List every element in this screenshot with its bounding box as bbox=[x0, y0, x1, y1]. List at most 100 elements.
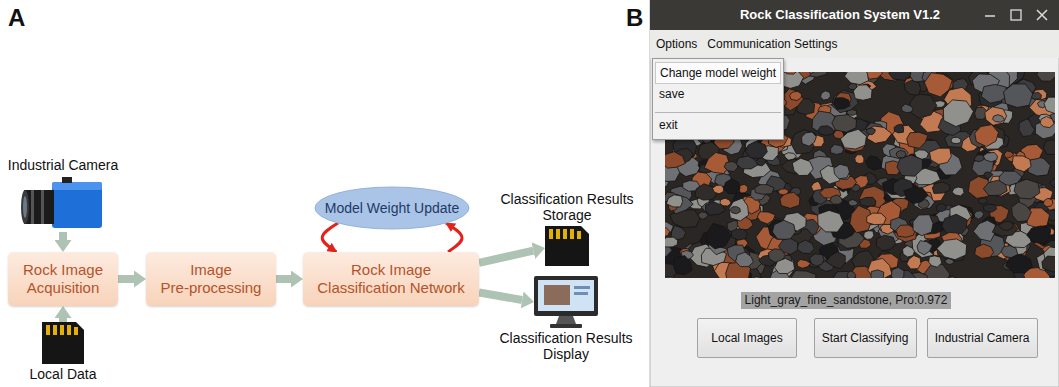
pebble bbox=[705, 202, 725, 215]
camera-connector bbox=[62, 177, 72, 183]
pebble bbox=[1042, 256, 1055, 272]
pebble bbox=[1012, 202, 1032, 222]
rock-photo-pebbles bbox=[665, 72, 1055, 278]
pebble bbox=[791, 271, 816, 278]
pebble bbox=[729, 198, 749, 221]
menu-entry: exit bbox=[655, 112, 781, 135]
pebble bbox=[929, 256, 942, 267]
pebble bbox=[665, 227, 670, 237]
window-ground bbox=[650, 0, 1059, 387]
pebble bbox=[1043, 198, 1052, 206]
push-button: Local Images bbox=[697, 318, 797, 358]
pebble bbox=[674, 256, 693, 275]
sd-contact bbox=[53, 325, 57, 335]
text-word: Acquisition bbox=[27, 279, 100, 296]
sd-card-node: Local Data bbox=[42, 322, 84, 364]
text-word: Image bbox=[190, 261, 232, 278]
pebble bbox=[833, 271, 856, 278]
flow-arrow bbox=[118, 275, 134, 283]
lens-ring bbox=[41, 190, 44, 224]
pebble bbox=[937, 239, 967, 260]
pebble bbox=[945, 276, 957, 278]
pebble bbox=[929, 148, 951, 164]
menu-bar: OptionsCommunication Settings bbox=[650, 30, 1059, 58]
process-box: Rock Image Acquisition bbox=[8, 252, 118, 306]
pebble bbox=[1049, 177, 1055, 188]
sd-card-body bbox=[42, 322, 84, 364]
pebble bbox=[830, 195, 842, 204]
pebble bbox=[845, 72, 869, 85]
pebble bbox=[1003, 84, 1032, 108]
result-text: Light_gray_fine_sandstone, Pro:0.972 bbox=[745, 293, 948, 308]
sd-card-icon bbox=[545, 226, 589, 266]
pebble bbox=[917, 241, 932, 255]
sd-contact bbox=[60, 325, 64, 335]
pebble bbox=[1043, 140, 1055, 155]
pebble bbox=[999, 221, 1014, 231]
pebble bbox=[797, 240, 814, 253]
menu-item: Communication Settings bbox=[707, 37, 837, 51]
text-word: Rock bbox=[351, 261, 385, 278]
pebble bbox=[936, 204, 946, 212]
pebble bbox=[847, 271, 855, 278]
ellipse-shape bbox=[315, 187, 469, 229]
pebble bbox=[932, 182, 949, 193]
icon-label: Local Data bbox=[30, 366, 97, 382]
text-word: Image bbox=[389, 261, 431, 278]
pebble bbox=[925, 73, 953, 97]
update-arrow bbox=[446, 223, 462, 252]
pebble bbox=[791, 130, 816, 154]
process-text: Rock Image Acquisition bbox=[14, 261, 112, 297]
pebble bbox=[667, 195, 694, 214]
pebble bbox=[1052, 276, 1055, 278]
pebble bbox=[897, 155, 923, 176]
sd-card-node: Classification Results Storage bbox=[545, 226, 589, 266]
pebble bbox=[904, 80, 920, 95]
monitor-node: Classification Results Display bbox=[534, 276, 598, 328]
pebble bbox=[739, 184, 748, 193]
flow-arrow bbox=[59, 318, 67, 322]
pebble bbox=[1044, 97, 1055, 113]
pebble bbox=[974, 155, 984, 162]
text-word: Network bbox=[410, 279, 465, 296]
monitor-frame bbox=[534, 276, 598, 316]
text-word: Image bbox=[61, 261, 103, 278]
icon-label: Classification Results Display bbox=[491, 330, 641, 362]
close-symbol bbox=[1037, 10, 1047, 20]
screen-picture bbox=[544, 285, 570, 305]
icon-label: Classification Results Storage bbox=[492, 191, 642, 223]
pebble bbox=[943, 100, 973, 127]
pebble bbox=[979, 198, 988, 204]
flow-arrow bbox=[479, 293, 522, 300]
pebble bbox=[1027, 226, 1051, 244]
camera-icon-node: Industrial Camera bbox=[22, 176, 104, 232]
pebble bbox=[889, 72, 911, 80]
monitor-icon bbox=[534, 276, 598, 328]
pebble bbox=[1012, 156, 1031, 172]
pebble bbox=[866, 128, 875, 135]
pebble bbox=[1040, 116, 1054, 127]
pebble bbox=[665, 152, 685, 168]
pebble bbox=[826, 252, 845, 269]
pebble bbox=[818, 210, 844, 232]
flow-arrow bbox=[59, 232, 67, 240]
pebble bbox=[952, 187, 964, 196]
minimize-symbol bbox=[985, 15, 995, 17]
pebble bbox=[902, 104, 914, 113]
pebble bbox=[896, 150, 906, 157]
pebble bbox=[855, 155, 864, 164]
lens-glass bbox=[23, 196, 27, 218]
screen-line bbox=[574, 286, 590, 289]
panel-label: B bbox=[626, 4, 643, 32]
pebble bbox=[778, 189, 789, 195]
sd-contact bbox=[570, 229, 574, 239]
pebble bbox=[775, 258, 795, 273]
pebble bbox=[985, 107, 1007, 125]
sd-contact bbox=[67, 325, 71, 335]
camera-icon bbox=[21, 177, 102, 228]
result-label: Light_gray_fine_sandstone, Pro:0.972 bbox=[741, 292, 952, 309]
pebble bbox=[778, 239, 797, 255]
pebble bbox=[1055, 180, 1056, 188]
ellipse-text: Model Weight Update bbox=[325, 200, 459, 216]
pebble bbox=[756, 158, 765, 166]
